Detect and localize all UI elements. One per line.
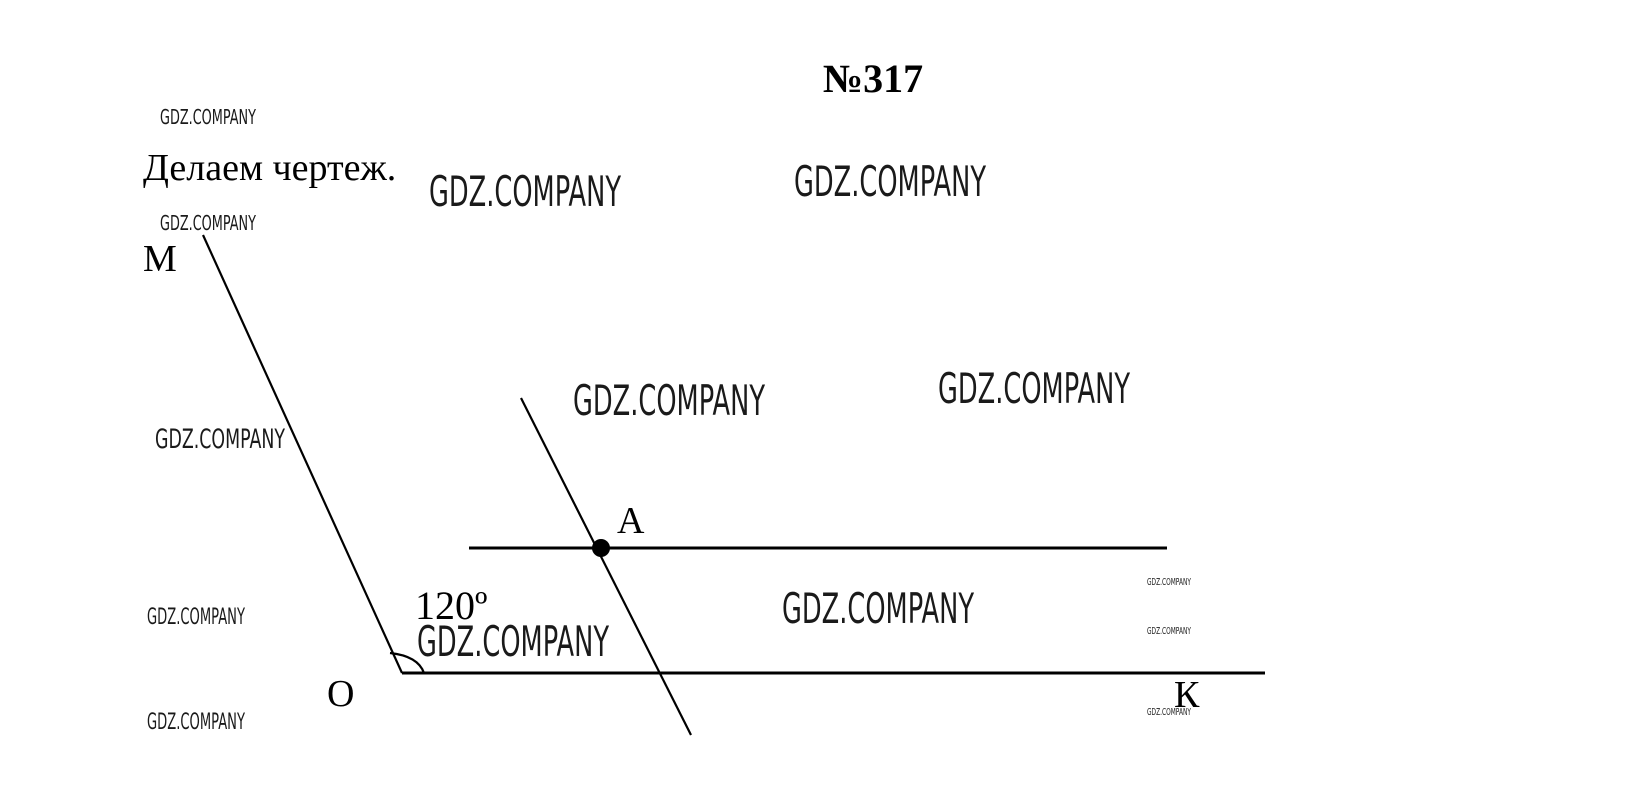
watermark: GDZ.COMPANY [147,605,245,630]
watermark: GDZ.COMPANY [782,584,974,633]
label-point-a: A [617,500,645,542]
watermark: GDZ.COMPANY [417,617,609,666]
point-a-dot [592,539,610,557]
watermark: GDZ.COMPANY [155,424,285,455]
line-through-a-parallel-om [520,397,692,736]
watermark: GDZ.COMPANY [1147,626,1192,637]
watermark: GDZ.COMPANY [1147,577,1192,588]
label-point-m: M [143,238,177,280]
label-point-k: К [1174,674,1200,716]
instruction-text: Делаем чертеж. [143,147,396,189]
angle-label: 120º [415,583,487,628]
watermark: GDZ.COMPANY [429,167,621,216]
watermark: GDZ.COMPANY [147,710,245,735]
watermark: GDZ.COMPANY [938,364,1130,413]
problem-number: №317 [823,56,923,101]
angle-arc [389,651,426,674]
watermark: GDZ.COMPANY [160,105,257,129]
watermark: GDZ.COMPANY [794,157,986,206]
watermark: GDZ.COMPANY [1147,707,1192,718]
ray-om [201,234,404,674]
watermark: GDZ.COMPANY [160,211,257,235]
label-point-o: O [327,673,354,715]
watermark: GDZ.COMPANY [573,376,765,425]
